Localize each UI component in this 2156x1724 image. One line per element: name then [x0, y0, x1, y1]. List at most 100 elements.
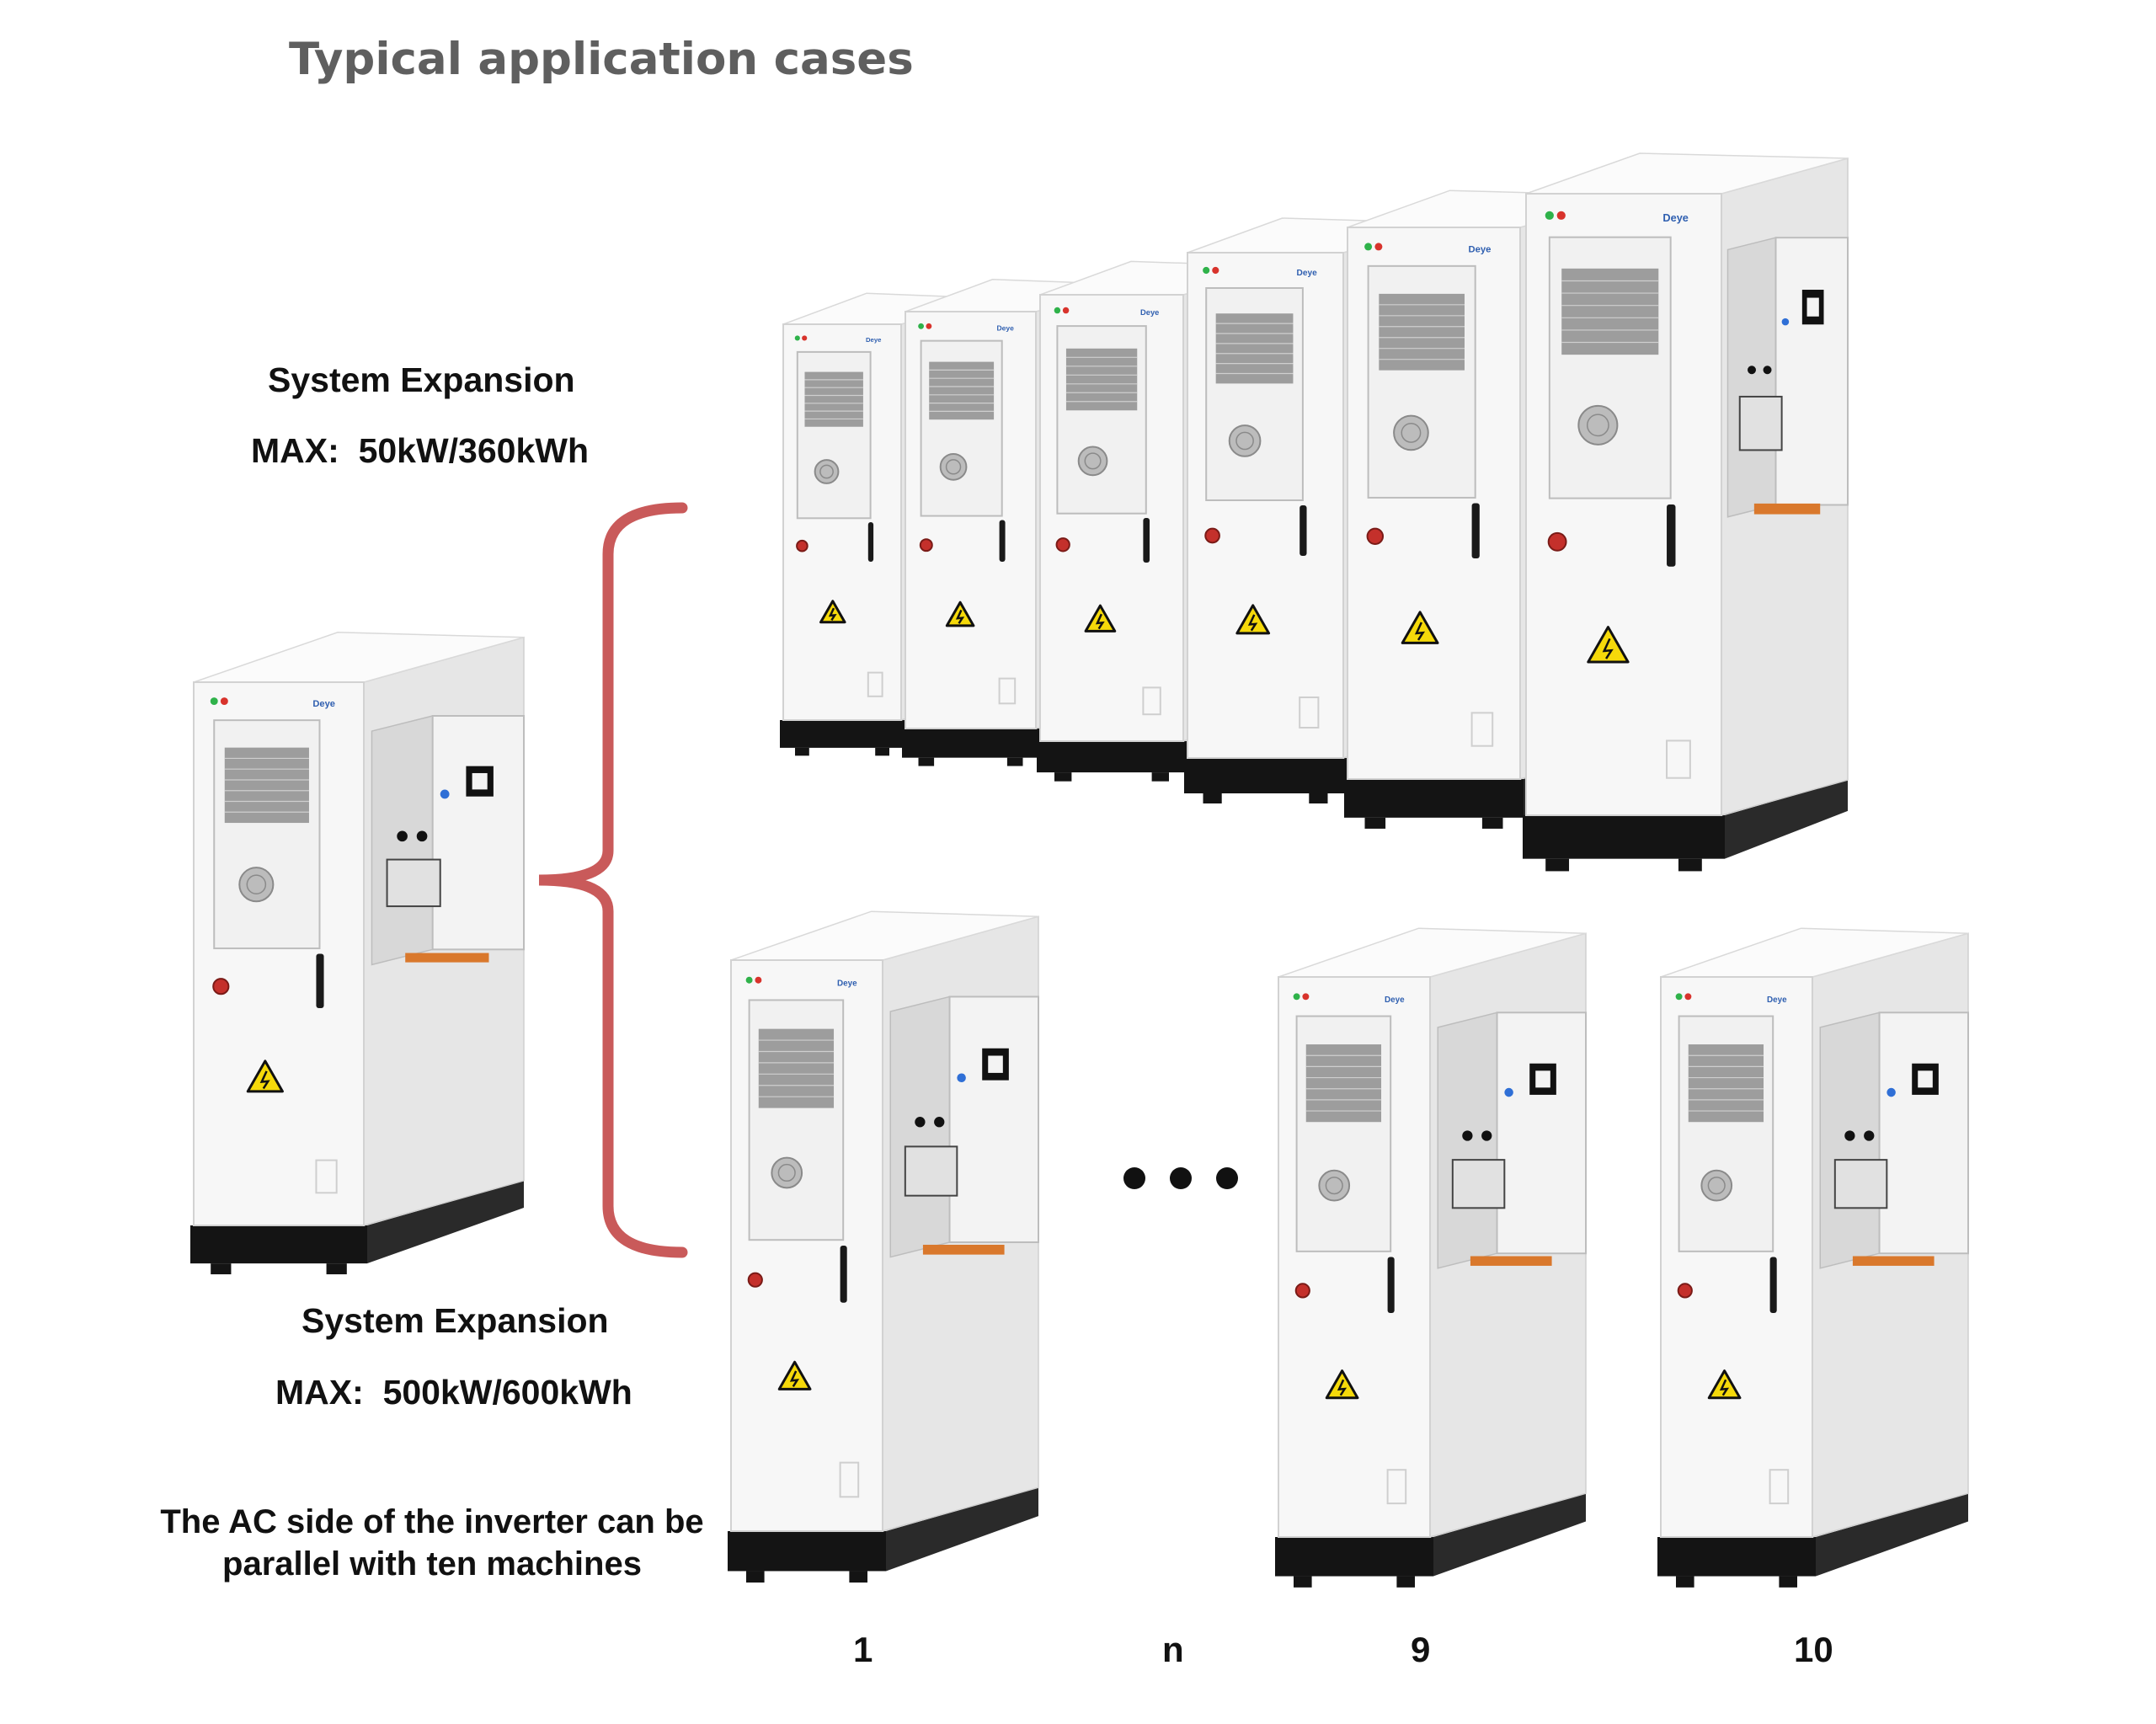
led-green-icon	[1203, 266, 1210, 275]
door-handle	[1471, 503, 1480, 558]
inverter-unit	[1726, 237, 1849, 518]
ellipsis-dot	[1170, 1167, 1192, 1189]
led-red-icon	[1374, 243, 1383, 251]
cabinet-foot	[795, 747, 809, 756]
led-red-icon	[1062, 307, 1070, 314]
led-green-icon	[918, 323, 925, 329]
lightning-icon	[955, 609, 965, 624]
cabinet-foot	[1481, 817, 1503, 829]
cabinet-foot	[1203, 793, 1222, 803]
inverter-display-screen	[472, 772, 488, 790]
led-red-icon	[1302, 993, 1310, 1001]
fan-ring	[945, 459, 962, 475]
inverter-front	[1878, 1011, 1970, 1255]
inverter-display-screen	[988, 1055, 1003, 1073]
brand-logo: Deye	[866, 336, 882, 344]
vent-grille	[1688, 1044, 1764, 1123]
led-green-icon	[794, 335, 800, 341]
inverter-connectors	[922, 1244, 1005, 1255]
access-cover	[315, 1159, 338, 1194]
brand-logo: Deye	[1767, 995, 1787, 1005]
inverter-indicator-icon	[1781, 318, 1790, 326]
door-handle	[1667, 504, 1676, 567]
vent-grille	[804, 371, 863, 427]
inverter-switch	[1833, 1159, 1888, 1209]
inverter-unit	[1437, 1011, 1588, 1269]
cabinet-base	[1344, 779, 1524, 818]
fan-ring	[246, 874, 267, 894]
inverter-indicator-icon	[957, 1073, 966, 1083]
inverter-front	[1496, 1011, 1588, 1255]
led-green-icon	[1364, 243, 1373, 251]
inverter-front	[431, 715, 526, 951]
cabinet-base-side	[886, 1487, 1038, 1572]
brand-logo: Deye	[1662, 211, 1688, 224]
cabinet-base-side	[1816, 1493, 1968, 1577]
cabinet-foot	[1779, 1576, 1797, 1588]
inverter-connectors	[1852, 1256, 1935, 1266]
inverter-switch	[904, 1145, 958, 1197]
lightning-icon	[1602, 638, 1614, 659]
cabinet-foot	[1294, 1576, 1312, 1588]
access-cover	[1142, 686, 1161, 716]
vent-grille	[1065, 348, 1138, 411]
lower-max-label: MAX:	[275, 1373, 364, 1412]
parallel-note: The AC side of the inverter can be paral…	[160, 1503, 704, 1583]
cabinet-foot	[1054, 772, 1072, 782]
fan-icon	[771, 1156, 803, 1189]
cabinet-foot	[1545, 858, 1570, 872]
cabinet-base	[1275, 1537, 1433, 1577]
bracket	[538, 502, 688, 1258]
led-red-icon	[755, 976, 762, 984]
cabinet-foot	[211, 1263, 232, 1275]
led-red-icon	[1556, 211, 1566, 220]
cabinet-foot	[1151, 772, 1169, 782]
access-cover	[998, 677, 1017, 705]
cabinet-foot	[1364, 817, 1386, 829]
inverter-unit	[1819, 1011, 1970, 1269]
upper-cabinet-6: Deye	[1523, 152, 1849, 872]
stop-button-icon	[1547, 531, 1567, 552]
cabinet-foot	[326, 1263, 347, 1275]
access-cover	[1666, 739, 1691, 779]
inverter-indicator-icon	[1504, 1087, 1513, 1097]
cabinet-base	[1037, 741, 1187, 773]
fan-icon	[1318, 1169, 1351, 1202]
cabinet-base	[1523, 815, 1725, 859]
stop-button-icon	[1294, 1283, 1310, 1299]
upper-expansion-heading: System Expansion	[268, 360, 575, 399]
led-red-icon	[926, 323, 932, 329]
inverter-switch	[1451, 1159, 1506, 1209]
cabinet-base	[1657, 1537, 1816, 1577]
access-cover	[1299, 697, 1320, 729]
fan-ring	[1707, 1177, 1726, 1195]
brand-logo: Deye	[1469, 244, 1492, 254]
inverter-front	[948, 995, 1040, 1243]
led-green-icon	[745, 976, 753, 984]
led-red-icon	[1212, 266, 1219, 275]
door-handle	[1387, 1257, 1395, 1313]
stop-button-icon	[747, 1272, 763, 1288]
fan-icon	[1228, 424, 1262, 457]
inverter-front	[1774, 237, 1849, 506]
inverter-port-icon	[1462, 1130, 1473, 1141]
inverter-port-icon	[416, 830, 428, 842]
machine-number-1: 1	[853, 1630, 873, 1669]
lower-max-value: 500kW/600kWh	[382, 1373, 632, 1412]
led-red-icon	[1684, 993, 1692, 1001]
door-handle	[1143, 518, 1150, 563]
vent-grille	[1305, 1044, 1382, 1123]
lightning-icon	[1337, 1379, 1348, 1396]
fan-icon	[939, 452, 968, 481]
cabinet-foot	[1396, 1576, 1415, 1588]
fan-ring	[777, 1163, 796, 1182]
inverter-indicator-icon	[440, 789, 450, 799]
cabinet-base	[780, 720, 905, 748]
stop-button-icon	[212, 978, 230, 995]
single-cabinet: Deye	[190, 632, 526, 1275]
fan-ring	[819, 464, 834, 479]
stop-button-icon	[919, 538, 933, 552]
vent-grille	[1561, 268, 1659, 355]
door-handle	[867, 522, 874, 562]
